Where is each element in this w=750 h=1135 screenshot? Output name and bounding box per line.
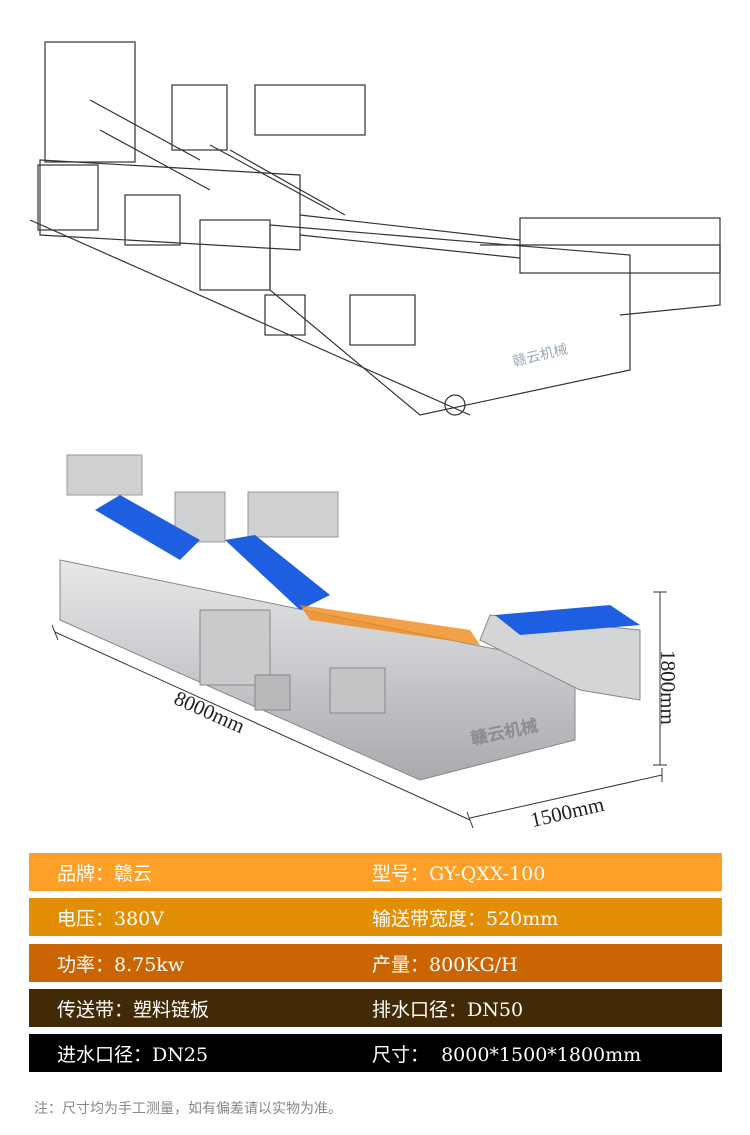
height-dimension-label: 1800mm: [655, 650, 680, 725]
spec-row-brand: 品牌：赣云 型号：GY-QXX-100: [29, 853, 722, 891]
spec-power: 功率：8.75kw: [57, 953, 185, 976]
spec-row-voltage: 电压：380V 输送带宽度：520mm: [29, 898, 722, 936]
spec-row-inlet: 进水口径：DN25 尺寸： 8000*1500*1800mm: [29, 1034, 722, 1072]
spec-output: 产量：800KG/H: [372, 953, 518, 976]
spec-conveyor: 传送带：塑料链板: [57, 998, 210, 1021]
machine-photo: [51, 454, 667, 829]
spec-row-conveyor: 传送带：塑料链板 排水口径：DN50: [29, 989, 722, 1027]
spec-drain: 排水口径：DN50: [372, 998, 524, 1021]
spec-inlet: 进水口径：DN25: [57, 1043, 209, 1066]
spec-size: 尺寸： 8000*1500*1800mm: [372, 1043, 642, 1066]
footnote: 注：尺寸均为手工测量，如有偏差请以实物为准。: [34, 1101, 342, 1117]
spec-brand: 品牌：赣云: [57, 862, 153, 885]
spec-voltage: 电压：380V: [57, 907, 164, 930]
machine-line-drawing: [29, 41, 721, 416]
spec-belt-width: 输送带宽度：520mm: [372, 907, 559, 930]
spec-row-power: 功率：8.75kw 产量：800KG/H: [29, 944, 722, 982]
spec-model: 型号：GY-QXX-100: [372, 862, 546, 885]
